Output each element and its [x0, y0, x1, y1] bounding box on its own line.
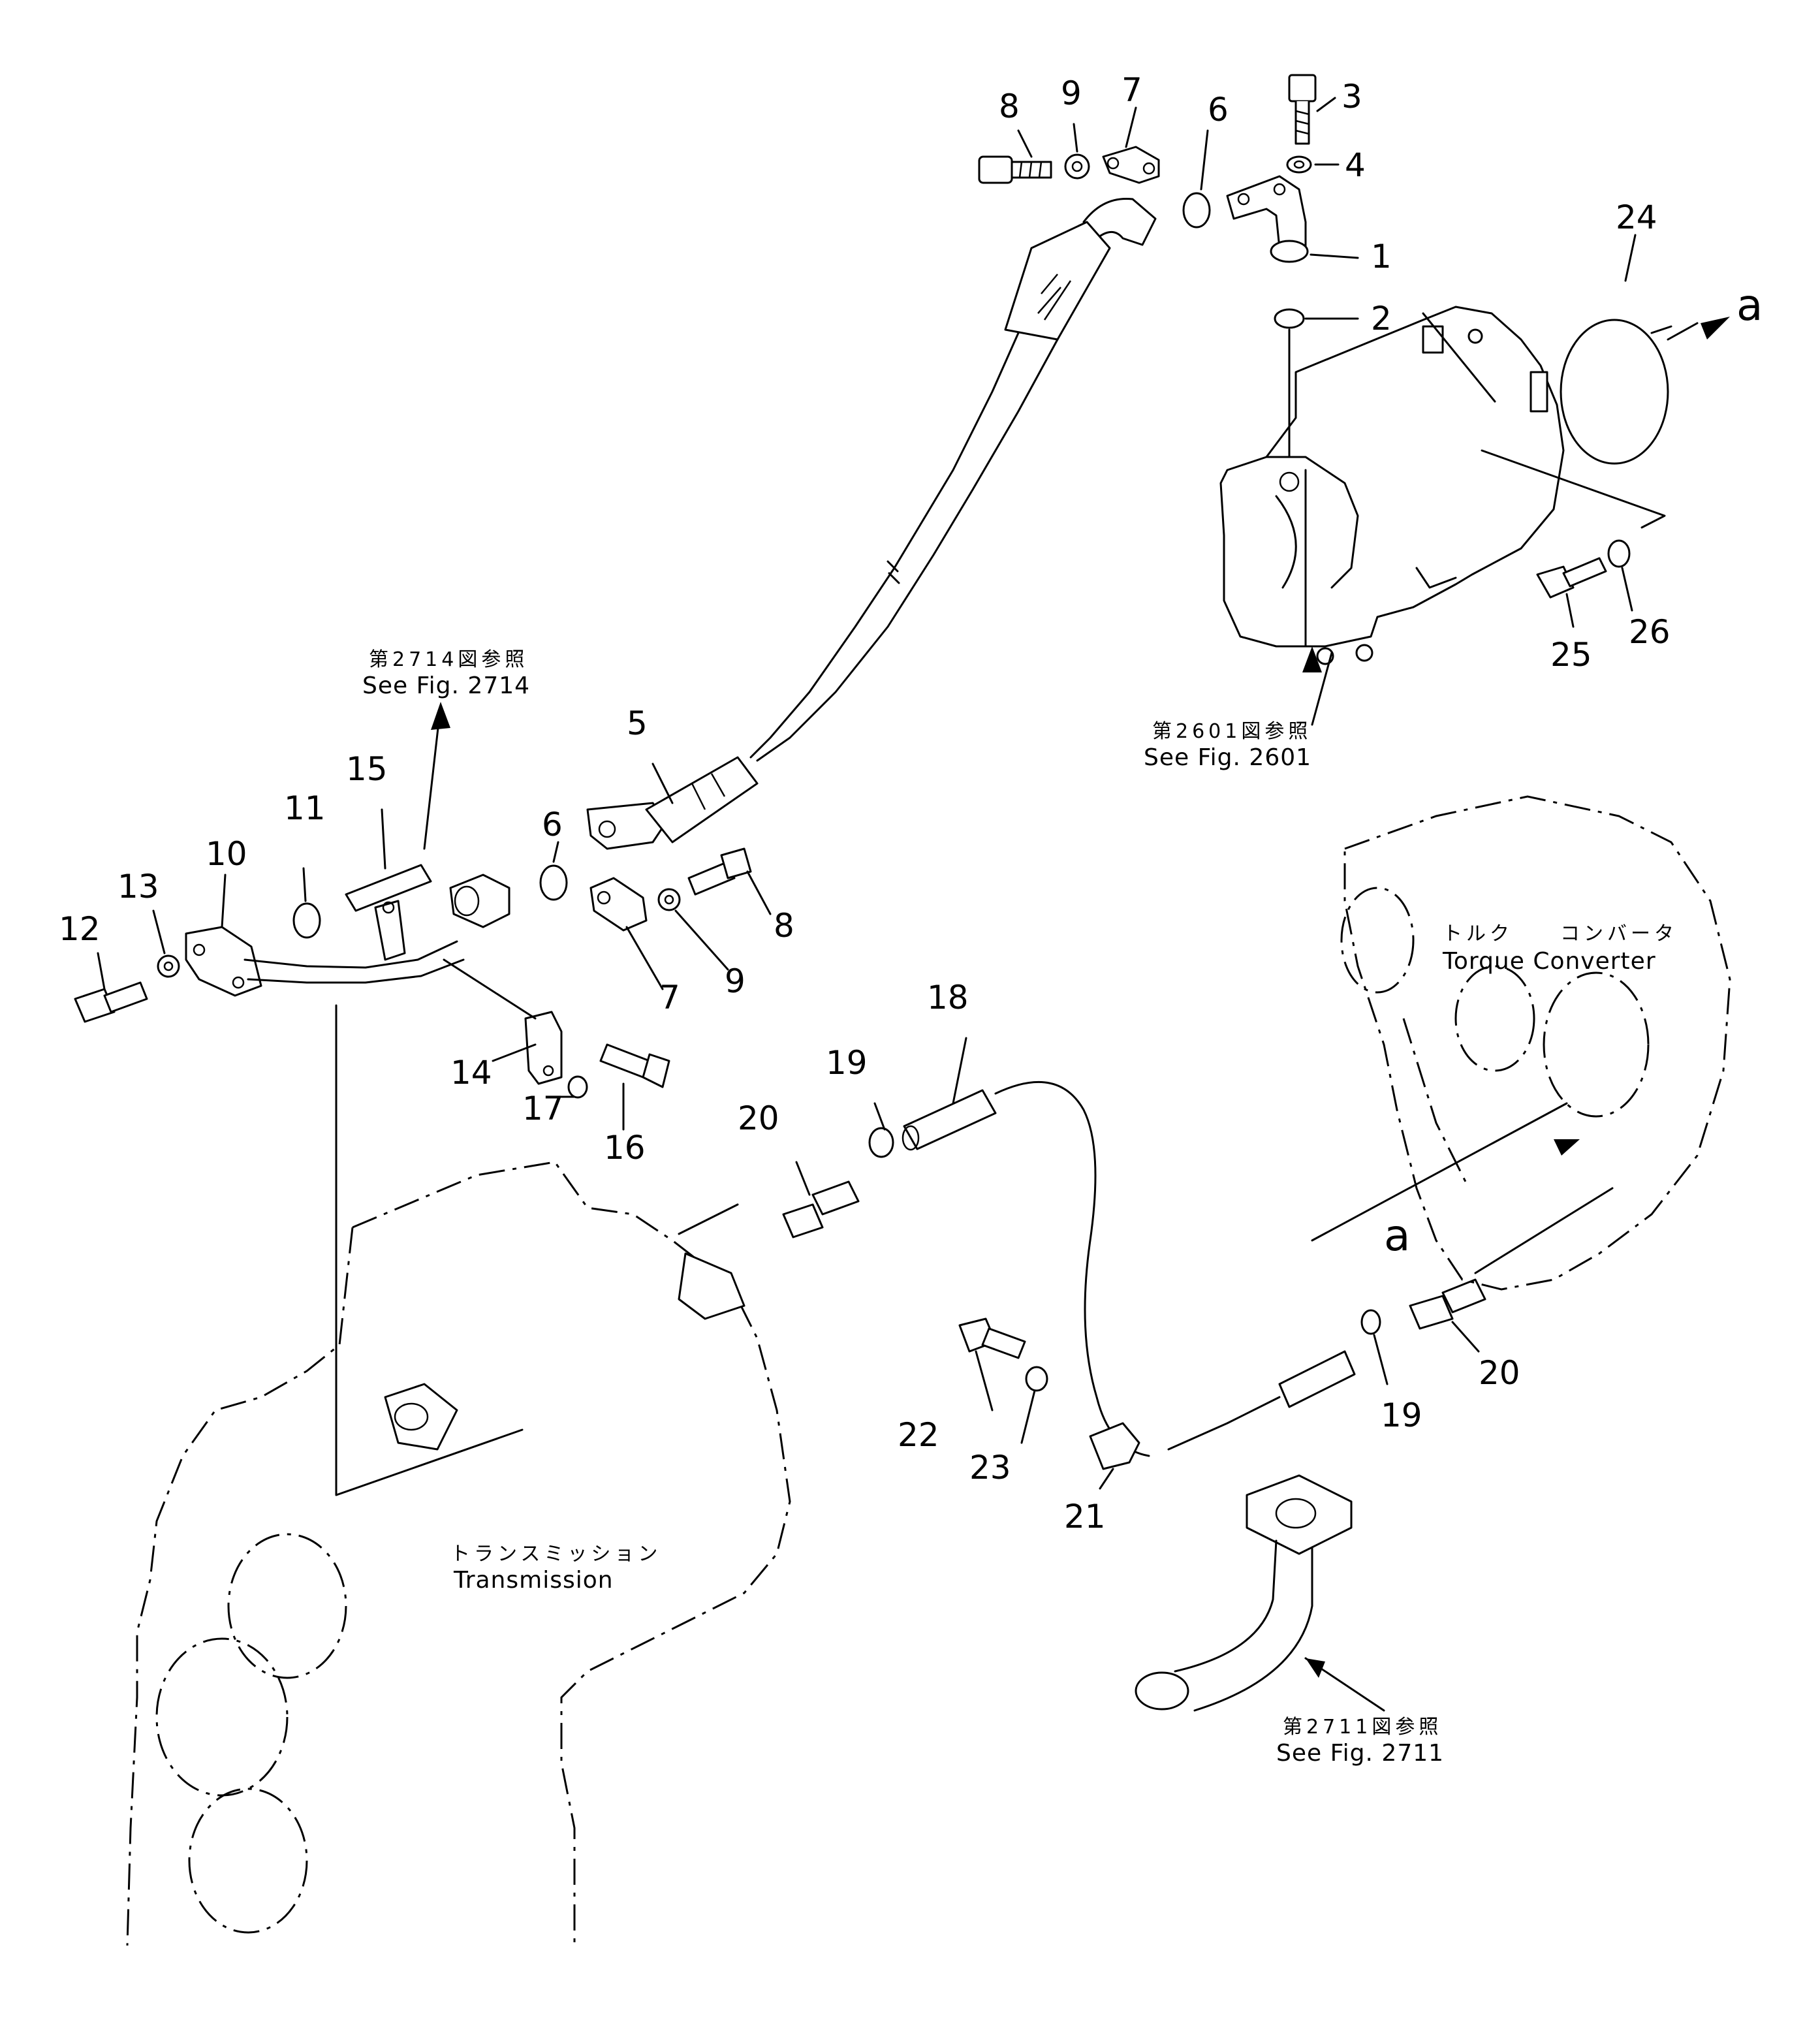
callout-19-left: 19 — [826, 1044, 868, 1082]
callout-19-right: 19 — [1381, 1396, 1422, 1434]
washer-23 — [1025, 1366, 1048, 1392]
fitting-20-right — [1409, 1278, 1486, 1330]
callout-2: 2 — [1371, 300, 1392, 338]
split-flange-7-top — [1102, 146, 1160, 184]
ref-2601-jp: 第2601図参照 — [1152, 720, 1311, 743]
block-14 — [524, 1011, 563, 1085]
washer-9-top — [1064, 153, 1090, 180]
split-flange-7-mid — [589, 877, 648, 932]
bolt-8-mid — [687, 847, 752, 896]
elbow-pipe-1 — [1226, 175, 1309, 263]
clamp-15 — [345, 864, 432, 961]
callout-15: 15 — [346, 750, 388, 788]
o-ring-11 — [292, 902, 321, 939]
transmission-housing — [126, 1161, 791, 1946]
callout-12: 12 — [59, 910, 101, 948]
callout-10: 10 — [206, 835, 247, 873]
torque-converter-label-en: Torque Converter — [1442, 948, 1656, 975]
suction-pipe — [1135, 1474, 1353, 1712]
torque-converter-label-jp: トルク コンバータ — [1443, 922, 1678, 945]
callout-1: 1 — [1371, 238, 1392, 276]
ref-2711-jp: 第2711図参照 — [1283, 1716, 1442, 1739]
callout-22: 22 — [898, 1416, 939, 1454]
connection-mark-a-right: a — [1384, 1210, 1410, 1261]
callout-5: 5 — [627, 704, 648, 742]
arrow-head — [1554, 1139, 1580, 1156]
o-ring-6-mid — [539, 864, 568, 901]
transmission-label-jp: トランスミッション — [450, 1543, 661, 1566]
bolt-8-top — [978, 155, 1052, 184]
washer-17 — [567, 1075, 588, 1099]
callout-11: 11 — [284, 789, 326, 827]
reference-notes: 第2714図参照 See Fig. 2714 第2601図参照 See Fig.… — [362, 648, 1444, 1767]
ref-2601-en: See Fig. 2601 — [1144, 744, 1311, 771]
callout-20-right: 20 — [1479, 1354, 1520, 1392]
callout-20-left: 20 — [738, 1099, 779, 1137]
callout-6-mid: 6 — [542, 806, 563, 843]
washer-9-mid — [657, 888, 681, 911]
clip-19-left — [868, 1127, 894, 1158]
clip-19-right — [1360, 1309, 1381, 1335]
callout-13: 13 — [118, 868, 159, 906]
callout-21: 21 — [1064, 1498, 1106, 1536]
washer-26 — [1607, 539, 1631, 568]
hose-5-lower — [586, 756, 759, 850]
callout-18: 18 — [927, 979, 969, 1016]
callout-9-top: 9 — [1061, 74, 1082, 112]
hose-18 — [902, 1089, 997, 1151]
callout-25: 25 — [1550, 636, 1592, 674]
callout-16: 16 — [604, 1129, 646, 1167]
hose-5-upper — [1004, 197, 1157, 341]
ref-2714-en: See Fig. 2714 — [362, 672, 530, 699]
callout-23: 23 — [969, 1449, 1011, 1487]
callout-8-mid: 8 — [774, 907, 794, 945]
o-ring-6-top — [1182, 192, 1211, 229]
washer-4 — [1286, 155, 1312, 174]
callout-7-top: 7 — [1122, 71, 1142, 109]
hose-lower — [1278, 1350, 1356, 1408]
bolt-16 — [599, 1043, 670, 1088]
transmission-label-en: Transmission — [453, 1567, 614, 1594]
callout-9-mid: 9 — [725, 962, 745, 1000]
bolt-3 — [1288, 74, 1317, 145]
bolt-25 — [1536, 557, 1607, 599]
tube-left — [243, 940, 465, 984]
flange-10 — [185, 926, 262, 997]
ref-2714-jp: 第2714図参照 — [369, 648, 528, 671]
bolt-22 — [958, 1317, 1026, 1359]
torque-converter-housing — [1340, 795, 1731, 1291]
callout-24: 24 — [1616, 198, 1657, 236]
callout-4: 4 — [1345, 146, 1366, 184]
arrow-head — [431, 702, 450, 730]
callout-26: 26 — [1629, 613, 1671, 651]
arrow-head — [1701, 317, 1730, 339]
clip-21 — [1089, 1422, 1140, 1470]
callout-8-top: 8 — [999, 87, 1020, 125]
bolt-12 — [74, 981, 148, 1023]
connection-mark-a-top: a — [1736, 280, 1763, 330]
callout-17: 17 — [522, 1090, 564, 1127]
callout-6-top: 6 — [1208, 91, 1229, 129]
callout-numbers: 1 2 3 4 5 6 6 7 7 8 8 9 9 10 11 12 13 14… — [59, 71, 1763, 1536]
washer-13 — [157, 954, 180, 978]
assembly-labels: トルク コンバータ Torque Converter トランスミッション Tra… — [450, 922, 1678, 1594]
callout-7-mid: 7 — [659, 979, 680, 1016]
callout-14: 14 — [450, 1054, 492, 1092]
callout-3: 3 — [1341, 78, 1362, 116]
arrow-head — [1306, 1658, 1325, 1678]
ref-2711-en: See Fig. 2711 — [1276, 1740, 1444, 1767]
o-ring-24 — [1560, 319, 1669, 465]
fitting-20-left — [782, 1180, 860, 1238]
flange-block — [449, 874, 510, 928]
pump-assembly — [1219, 306, 1565, 665]
arrow-head — [1302, 646, 1322, 672]
o-ring-2 — [1274, 308, 1305, 329]
